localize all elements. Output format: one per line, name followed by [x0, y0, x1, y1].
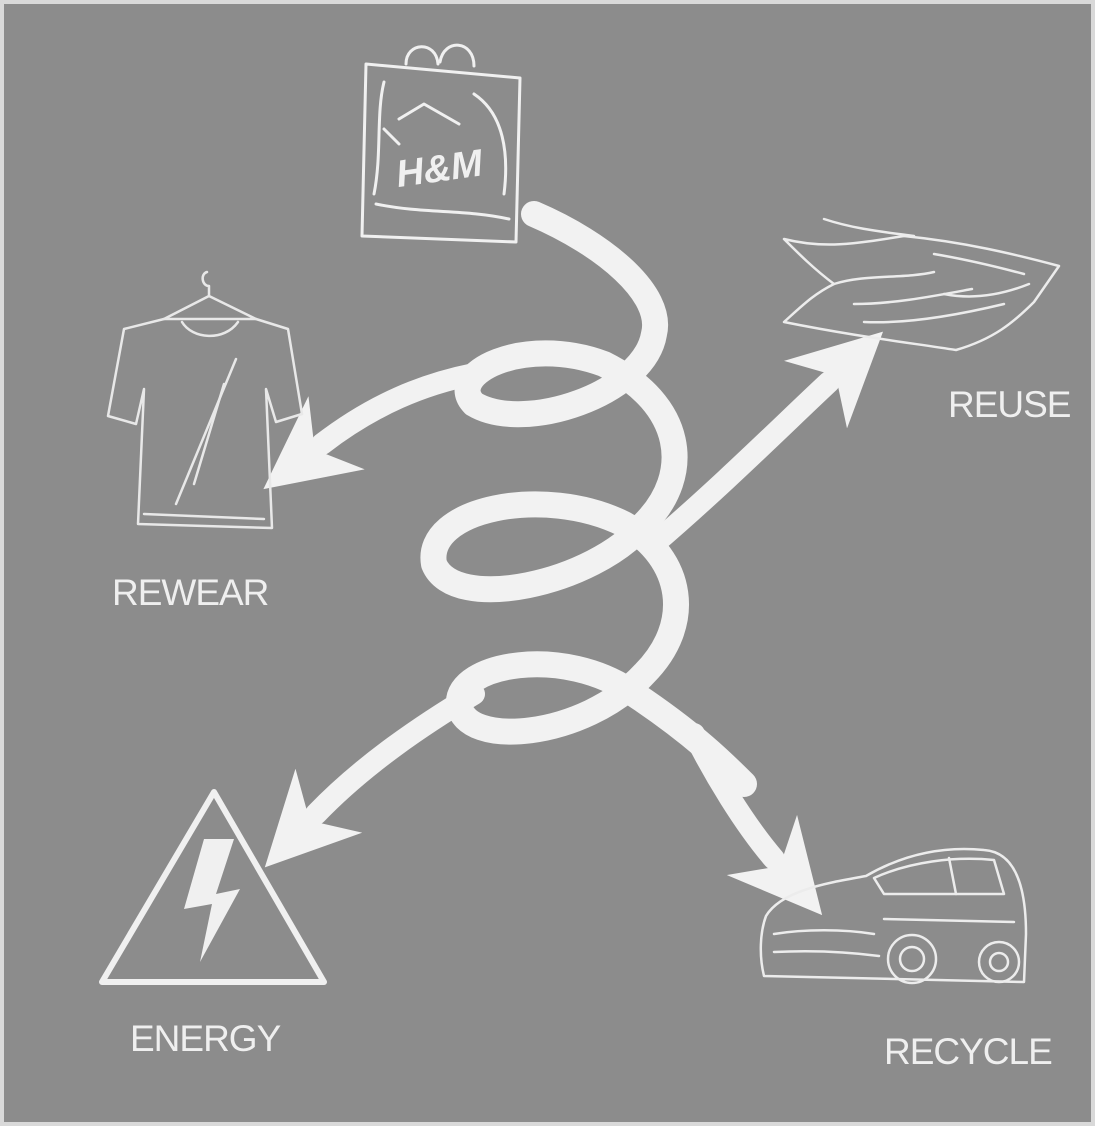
arrow-to-energy: [264, 683, 485, 868]
label-energy: ENERGY: [130, 1018, 281, 1059]
arrow-to-reuse: [643, 331, 884, 555]
label-recycle: RECYCLE: [884, 1031, 1053, 1072]
diagram-artwork: H&M: [4, 4, 1091, 1122]
tshirt-on-hanger-icon: [106, 270, 304, 530]
arrow-to-rewear: [263, 363, 485, 490]
arrow-to-recycle: [683, 723, 823, 916]
high-voltage-warning-icon: [99, 789, 327, 985]
label-reuse: REUSE: [948, 384, 1071, 425]
background: [4, 4, 1091, 1122]
cloth-rag-icon: [782, 217, 1061, 352]
label-rewear: REWEAR: [112, 572, 269, 613]
swirl-arrows-icon: [263, 201, 884, 916]
car-icon: [759, 847, 1028, 985]
